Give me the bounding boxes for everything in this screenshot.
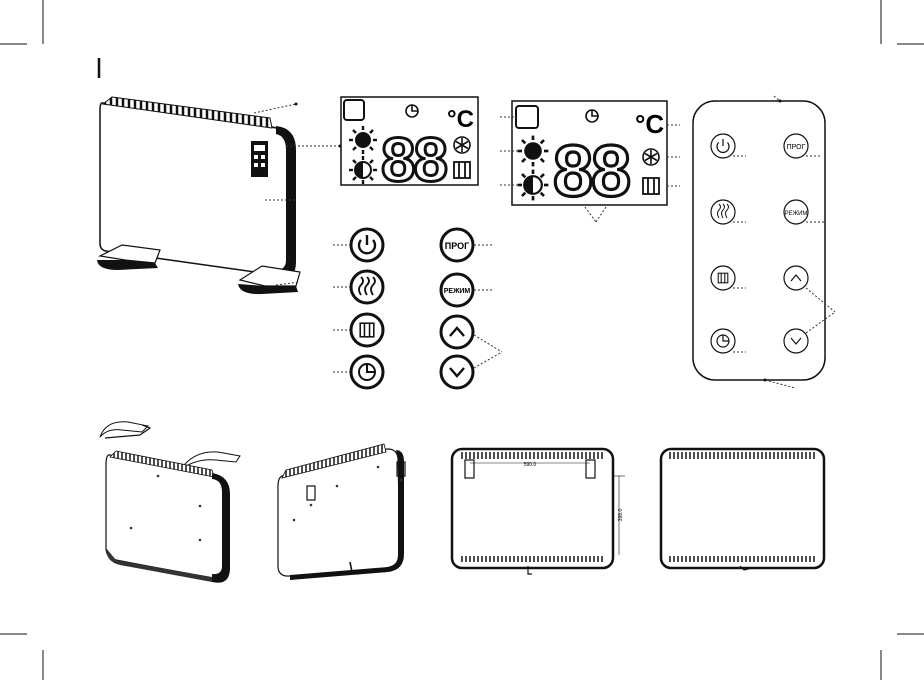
- remote-up-button: [784, 266, 808, 290]
- heater-dimension-view: 590.0 398.0: [452, 449, 625, 574]
- lcd-display-small: °C 88: [341, 97, 478, 195]
- up-button-legend: [441, 316, 473, 348]
- heater-back-bracket-view: [278, 444, 405, 580]
- lcd-display-large: °C 88: [500, 101, 680, 222]
- heater-back-plain-view: [661, 449, 824, 570]
- heat-wave-button-legend: [351, 271, 383, 303]
- digits-readout: 88: [381, 126, 446, 195]
- unit-label: °C: [447, 106, 474, 133]
- digits-readout: 88: [553, 132, 629, 212]
- remote-heat-button: [711, 200, 735, 224]
- height-dimension: 398.0: [618, 509, 624, 522]
- window-button-legend: [351, 314, 383, 346]
- heater-perspective-drawing: [97, 97, 342, 294]
- remote-control: ПРОГ РЕЖИМ: [693, 96, 835, 388]
- remote-prog-button: ПРОГ: [784, 134, 808, 158]
- mode-button-legend: РЕЖИМ: [441, 274, 473, 306]
- svg-text:РЕЖИМ: РЕЖИМ: [785, 211, 808, 217]
- svg-text:ПРОГ: ПРОГ: [445, 241, 469, 251]
- width-dimension: 590.0: [524, 462, 537, 468]
- heater-with-feet-view: [100, 422, 240, 583]
- down-button-legend: [441, 356, 473, 388]
- svg-text:ПРОГ: ПРОГ: [787, 144, 806, 151]
- remote-window-button: [711, 266, 735, 290]
- remote-power-button: [711, 134, 735, 158]
- remote-timer-button: [711, 329, 735, 353]
- prog-button-legend: ПРОГ: [441, 229, 473, 261]
- remote-mode-button: РЕЖИМ: [784, 200, 808, 224]
- svg-text:РЕЖИМ: РЕЖИМ: [444, 288, 471, 295]
- unit-label: °C: [635, 109, 664, 139]
- power-button-legend: [351, 229, 383, 261]
- timer-button-legend: [351, 356, 383, 388]
- remote-down-button: [784, 329, 808, 353]
- button-legend: ПРОГ РЕЖИМ: [333, 229, 502, 388]
